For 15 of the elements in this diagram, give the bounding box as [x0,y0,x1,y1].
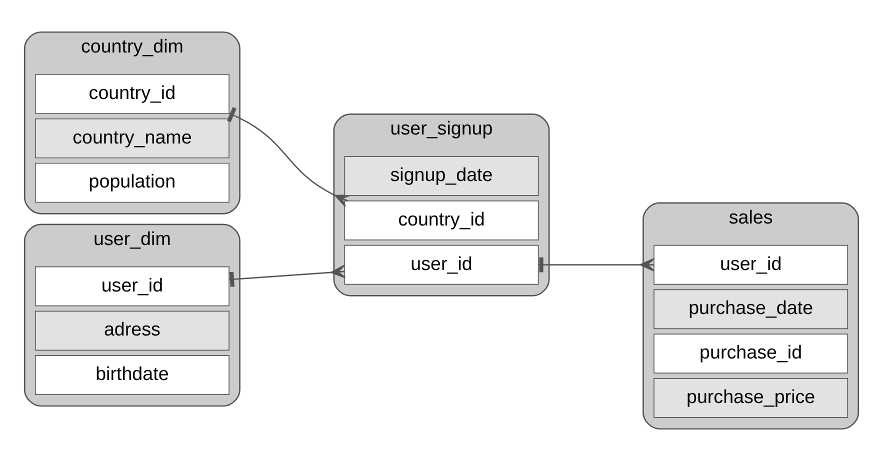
connector [538,256,655,272]
node-box: purchase_id [654,333,848,373]
connector [229,264,346,286]
node-box: adress [34,310,230,350]
node-box: user_id [654,244,848,284]
node-box: birthdate [34,354,230,394]
node-box: population [34,162,230,202]
node-box: purchase_date [654,288,848,329]
node-box: user_id [344,244,539,284]
node-box: purchase_price [654,378,848,418]
node-box: signup_date [344,156,539,196]
node-box: country_id [34,74,230,114]
node-box: country_name [34,118,230,158]
node-box: country_id [344,200,539,240]
node-box: user_id [34,266,230,306]
